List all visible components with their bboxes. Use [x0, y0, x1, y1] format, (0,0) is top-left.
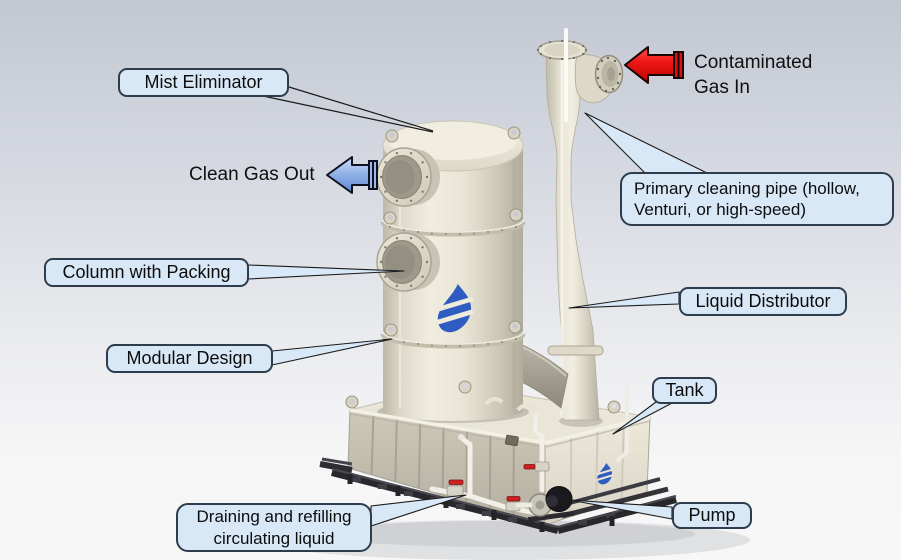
flame-logo-icon — [434, 284, 474, 333]
gas-inlet-flange — [594, 54, 624, 94]
pump-assembly — [515, 486, 575, 523]
callout-modular-design: Modular Design — [106, 344, 273, 373]
leader-modular-design — [271, 338, 393, 366]
floor-shadow — [260, 520, 750, 560]
lug-holes — [387, 129, 519, 332]
flame-logo-small-icon — [595, 463, 614, 485]
callout-mist-eliminator: Mist Eliminator — [118, 68, 289, 97]
clean-gas-out-label: Clean Gas Out — [189, 164, 315, 185]
callout-tank: Tank — [652, 377, 717, 404]
venturi-top-flange — [536, 39, 588, 61]
venturi-flange-ring — [547, 345, 604, 356]
module-flange-band-1 — [380, 219, 526, 237]
callout-pump: Pump — [672, 502, 752, 529]
packing-access-port — [376, 232, 440, 292]
drain-valve — [446, 479, 464, 497]
contaminated-gas-in-label: Contaminated Gas In — [694, 52, 813, 98]
leader-primary-cleaning-pipe — [584, 112, 708, 174]
clean-gas-outlet-port — [376, 147, 440, 207]
callout-draining: Draining and refilling circulating liqui… — [176, 503, 372, 552]
callout-liquid-distributor: Liquid Distributor — [679, 287, 847, 316]
tank-top-handles — [484, 397, 536, 412]
contaminated-gas-arrow-icon — [624, 46, 684, 84]
tank-body — [345, 380, 651, 526]
tank-fitting — [504, 434, 519, 447]
callout-column-with-packing: Column with Packing — [44, 258, 249, 287]
leader-mist-eliminator — [262, 86, 434, 133]
riser-valve — [523, 461, 550, 472]
clean-gas-arrow-icon — [326, 156, 378, 194]
return-pipe — [616, 386, 629, 462]
tank-lugs — [345, 380, 621, 414]
venturi-pipe — [536, 28, 624, 427]
drain-piping — [429, 386, 629, 516]
callout-primary-cleaning-pipe: Primary cleaning pipe (hollow, Venturi, … — [620, 172, 894, 226]
tank-rim — [349, 408, 651, 445]
